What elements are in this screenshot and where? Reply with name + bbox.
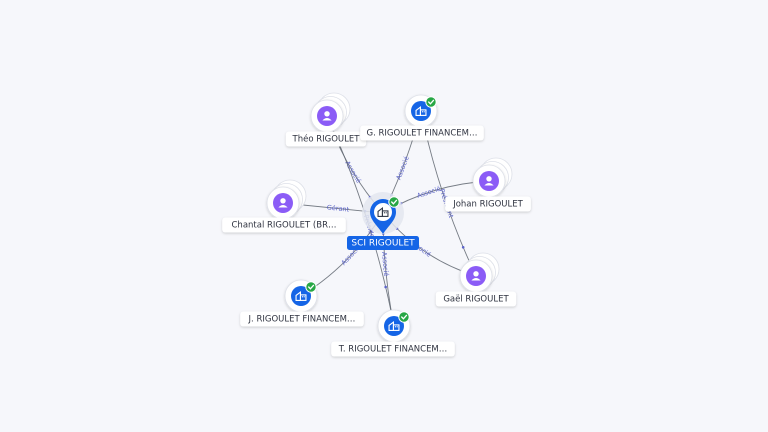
verified-check-icon: [398, 311, 410, 323]
building-icon: [377, 207, 389, 217]
person-icon: [278, 198, 288, 208]
edge-label: Gérant: [326, 203, 349, 213]
edge-label: Associé: [343, 160, 363, 185]
edge-arrow-icon: [461, 245, 465, 249]
node-chantal[interactable]: Chantal RIGOULET (BR…: [222, 179, 346, 233]
node-label: Johan RIGOULET: [452, 200, 523, 210]
node-grig[interactable]: G. RIGOULET FINANCEM…: [360, 94, 484, 141]
node-label-box: [435, 291, 517, 307]
center-node[interactable]: SCI RIGOULET: [347, 192, 419, 250]
center-label: SCI RIGOULET: [351, 239, 415, 249]
node-label-box: [285, 131, 367, 147]
node-jrig[interactable]: J. RIGOULET FINANCEM…: [240, 279, 364, 327]
verified-check-icon: [305, 281, 317, 293]
building-icon: [415, 106, 427, 116]
verified-check-icon: [388, 196, 400, 208]
node-label: Théo RIGOULET: [292, 134, 361, 145]
node-gael[interactable]: Gaël RIGOULET: [435, 252, 517, 307]
node-label: Chantal RIGOULET (BR…: [232, 221, 337, 231]
building-icon: [295, 291, 307, 301]
node-label: G. RIGOULET FINANCEM…: [367, 129, 478, 139]
node-label: J. RIGOULET FINANCEM…: [248, 315, 356, 325]
building-icon: [388, 321, 400, 331]
edge-label: Associé: [394, 155, 410, 181]
person-icon: [322, 111, 332, 121]
edge-arrow-icon: [384, 285, 387, 289]
verified-check-icon: [425, 96, 437, 108]
nodes-layer: Théo RIGOULET G. RIGOULET FINANCEM… Johan …: [222, 92, 531, 357]
node-label-box: [445, 196, 531, 212]
person-icon: [484, 176, 494, 186]
node-theo[interactable]: Théo RIGOULET: [285, 92, 367, 147]
node-label-box: [331, 341, 455, 357]
edge-label: Associé: [380, 252, 390, 277]
node-johan[interactable]: Johan RIGOULET: [445, 157, 531, 212]
person-icon: [471, 271, 481, 281]
edge-label: Associé: [416, 185, 442, 200]
node-label-box: [240, 311, 364, 327]
center-label-box: [347, 236, 419, 250]
node-trig[interactable]: T. RIGOULET FINANCEM…: [331, 309, 455, 357]
node-label-box: [360, 125, 484, 141]
node-label: T. RIGOULET FINANCEM…: [338, 345, 448, 355]
node-label-box: [222, 217, 346, 233]
node-label: Gaël RIGOULET: [443, 295, 509, 305]
